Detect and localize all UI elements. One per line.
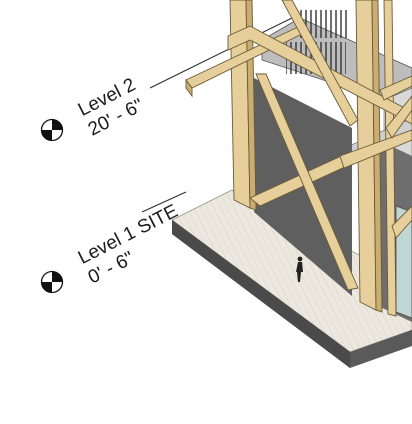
ground-slab [171, 189, 412, 368]
level-label-group-1: Level 1 SITE 0' - 6" [75, 201, 181, 289]
post-mid-side [371, 0, 383, 313]
level-marker-icon [40, 270, 64, 294]
brace-lower-right [391, 205, 412, 239]
level-2-line [149, 13, 301, 89]
beam-top-right [379, 75, 412, 101]
slab-top [171, 189, 412, 353]
level-label-group-2: Level 2 20' - 6" [75, 74, 147, 140]
brace-x-1 [255, 73, 359, 291]
level-marker-icon [40, 118, 64, 142]
beam-right-upper [339, 129, 412, 169]
beam-level-2-face [185, 78, 193, 98]
brace-right [385, 95, 412, 139]
person-figure-icon [296, 256, 303, 282]
slab-edge [172, 220, 412, 368]
slab-front-face [172, 220, 350, 368]
timber-frame [185, 0, 412, 317]
beam-mid-left [227, 25, 412, 125]
post-right [383, 0, 397, 317]
brace-x-2 [281, 0, 359, 127]
level-lines [141, 13, 301, 213]
level-1-line [141, 191, 187, 213]
